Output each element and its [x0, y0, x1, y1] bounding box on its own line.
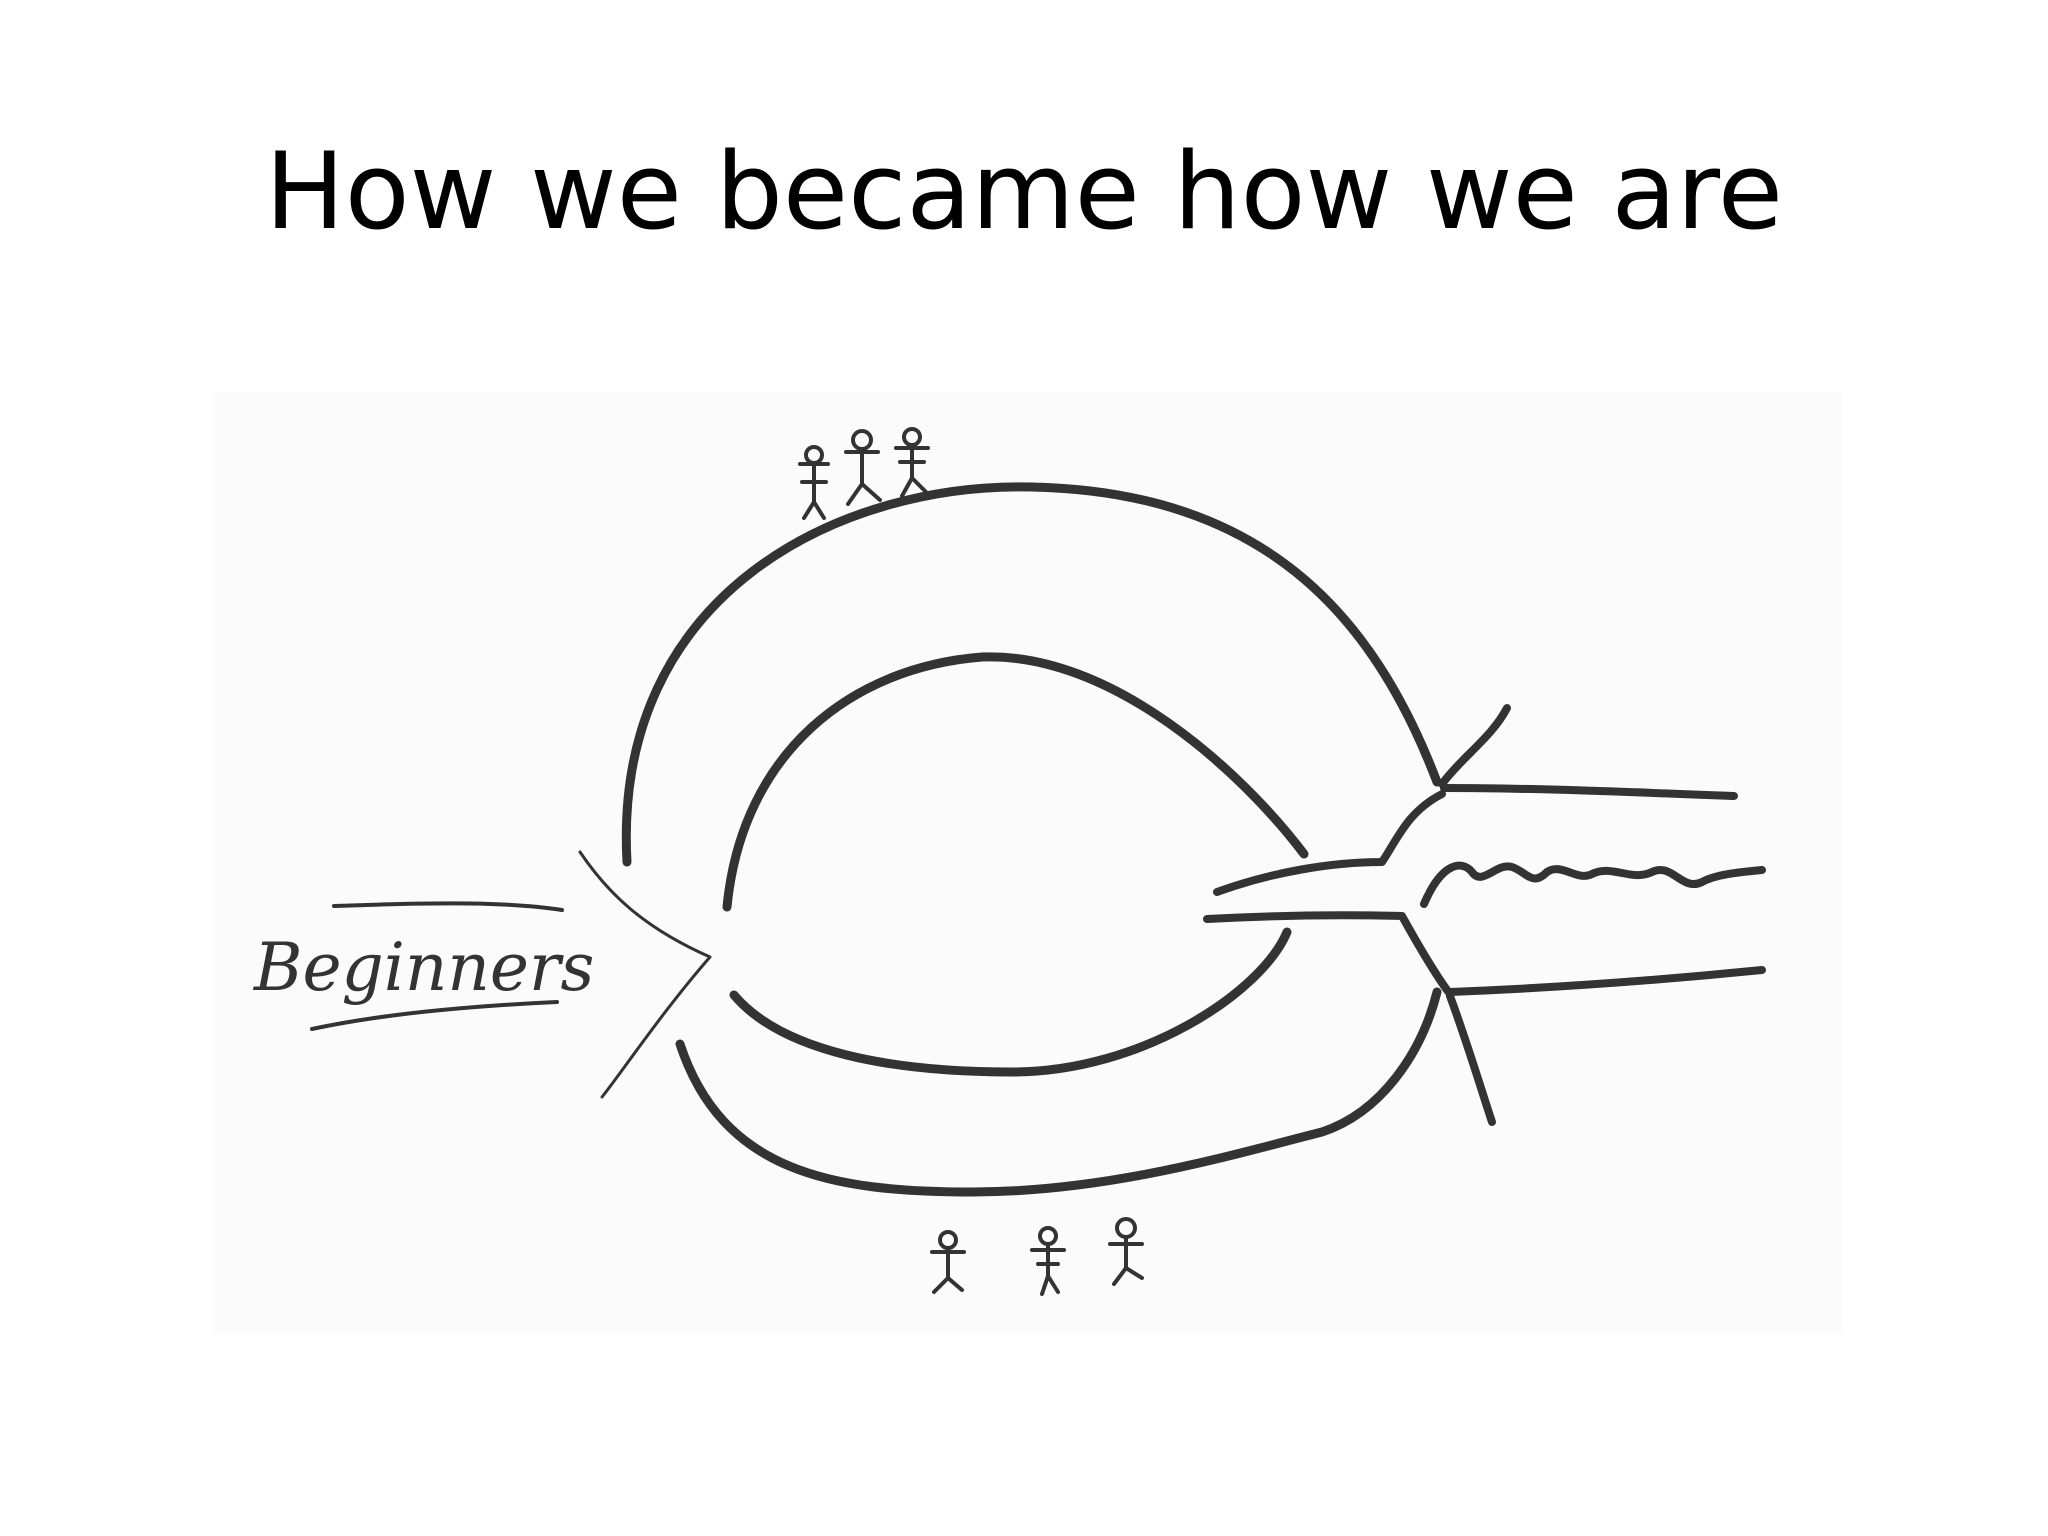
stick-figure-icon — [930, 1230, 966, 1294]
wavy-strand — [1420, 861, 1766, 908]
converge-lower-line — [1203, 911, 1454, 998]
stick-figure-icon — [844, 429, 882, 506]
stick-figure-icon — [1030, 1226, 1066, 1296]
stick-figure-icon — [798, 445, 830, 520]
beginners-overline — [332, 901, 564, 912]
outer-top-path — [621, 482, 1442, 867]
beginners-underline — [310, 1000, 559, 1031]
stick-figure-icon — [894, 427, 930, 498]
outer-bottom-path — [675, 987, 1442, 1197]
inner-top-path — [722, 652, 1309, 912]
bottom-fork — [1446, 992, 1496, 1126]
top-figures — [798, 427, 930, 520]
sketch-diagram: Beginners — [212, 392, 1842, 1334]
converge-upper-line — [1213, 790, 1446, 896]
slide-title: How we became how we are — [265, 130, 1783, 253]
top-strand — [1440, 784, 1738, 800]
top-fork — [1438, 704, 1511, 788]
funnel-arrow — [578, 850, 712, 1099]
inner-bottom-path — [729, 927, 1292, 1077]
sketch-canvas: Beginners — [253, 427, 1766, 1296]
stick-figure-icon — [1108, 1217, 1144, 1286]
beginners-label: Beginners — [253, 929, 594, 1006]
bottom-figures — [930, 1217, 1144, 1296]
bottom-strand — [1446, 966, 1766, 996]
